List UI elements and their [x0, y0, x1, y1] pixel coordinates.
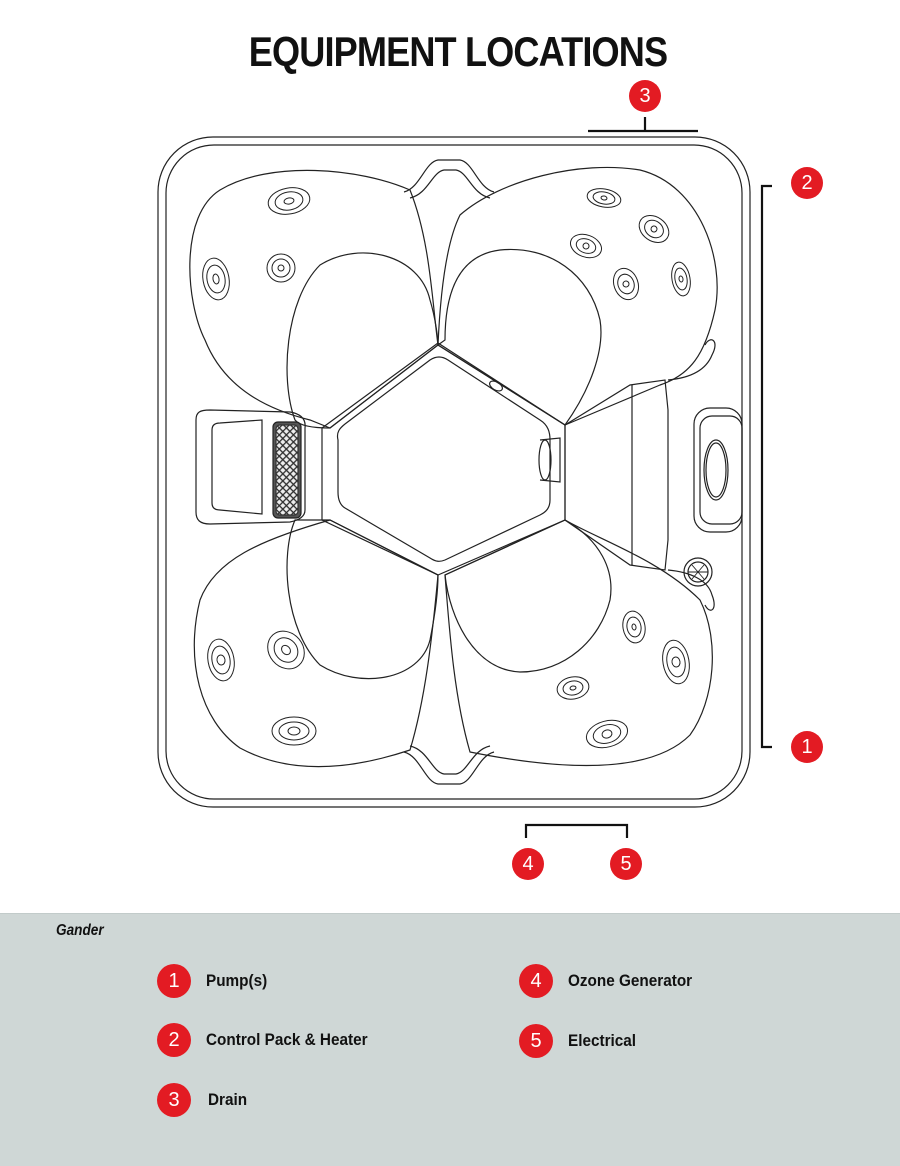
tub-inner-shell: [165, 144, 743, 800]
callout-marker-2: 2: [791, 167, 823, 199]
right-step: [489, 339, 743, 611]
callout-marker-4: 4: [512, 848, 544, 880]
page-title: EQUIPMENT LOCATIONS: [248, 28, 668, 75]
legend-marker-3: 3: [157, 1083, 191, 1117]
legend-marker-5: 5: [519, 1024, 553, 1058]
callout-brackets: [524, 117, 772, 838]
seat-top-right: [437, 166, 718, 426]
legend-item-drain: 3 Drain: [157, 1083, 251, 1117]
legend-item-pumps: 1 Pump(s): [157, 964, 274, 998]
legend-marker-2: 2: [157, 1023, 191, 1057]
legend-label: Ozone Generator: [568, 971, 693, 990]
seat-top-left: [189, 169, 439, 429]
seat-bottom-left: [193, 519, 439, 768]
callout-marker-1: 1: [791, 731, 823, 763]
legend-panel: Gander 1 Pump(s) 2 Control Pack & Heater…: [0, 913, 900, 1166]
callout-marker-3: 3: [629, 80, 661, 112]
legend-item-electrical: 5 Electrical: [519, 1024, 644, 1058]
legend-marker-4: 4: [519, 964, 553, 998]
hot-tub-diagram: [157, 117, 772, 838]
jets: [202, 187, 691, 749]
legend-item-control-pack: 2 Control Pack & Heater: [157, 1023, 386, 1057]
tub-outer-shell: [157, 136, 751, 808]
filter-skimmer: [195, 409, 306, 525]
legend-label: Drain: [208, 1090, 248, 1109]
footwell-outer: [321, 342, 566, 576]
footwell-inner: [336, 356, 551, 562]
legend-label: Control Pack & Heater: [206, 1030, 368, 1049]
model-name: Gander: [56, 922, 104, 939]
legend-marker-1: 1: [157, 964, 191, 998]
callout-marker-5: 5: [610, 848, 642, 880]
legend-label: Electrical: [568, 1031, 637, 1050]
legend-item-ozone: 4 Ozone Generator: [519, 964, 706, 998]
seat-bottom-right: [444, 519, 713, 767]
legend-label: Pump(s): [206, 971, 268, 990]
